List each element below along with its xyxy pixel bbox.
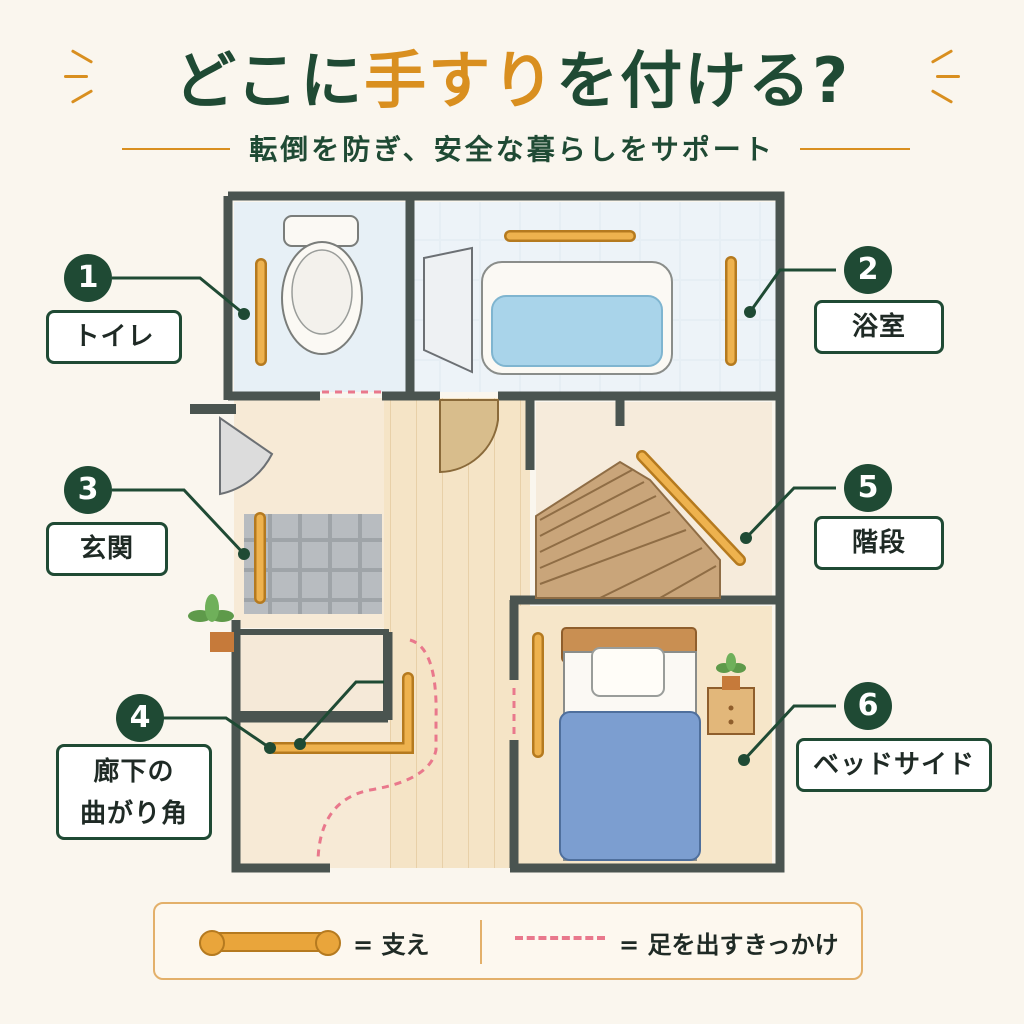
handrails — [254, 230, 746, 758]
toilet-fixture — [281, 215, 363, 355]
callout-label-line2: 曲がり角 — [79, 799, 188, 829]
legend-handrail-label: = 支え — [353, 931, 430, 959]
callout-number-4: 4 — [116, 694, 164, 742]
legend-dashed-swatch — [515, 936, 605, 940]
bath-door — [423, 246, 473, 374]
entrance-door — [219, 416, 274, 496]
subtitle-line-right — [800, 148, 910, 150]
callout-label-hallway-corner: 廊下の 曲がり角 — [56, 744, 212, 840]
nightstand — [707, 653, 755, 735]
legend-handrail-swatch — [199, 930, 341, 956]
callout-label-bedside: ベッドサイド — [796, 738, 992, 792]
callout-label-line1: 廊下の — [93, 757, 175, 787]
entrance-floor-tiles — [244, 514, 382, 614]
staircase — [535, 460, 721, 599]
hallway-door — [439, 399, 499, 474]
title-accent: 手すり — [364, 44, 557, 117]
page-title: どこに手すりを付ける? — [0, 30, 1024, 120]
callout-label-stairs: 階段 — [814, 516, 944, 570]
callout-leaders — [112, 268, 836, 762]
storage-box — [233, 629, 389, 717]
callout-number-5: 5 — [844, 464, 892, 512]
title-part1: どこに — [173, 44, 365, 117]
callout-number-1: 1 — [64, 254, 112, 302]
callout-number-3: 3 — [64, 466, 112, 514]
callout-number-6: 6 — [844, 682, 892, 730]
callout-label-toilet: トイレ — [46, 310, 182, 364]
legend: = 支え = 足を出すきっかけ — [153, 902, 863, 980]
bathtub — [481, 261, 673, 375]
legend-dashed-label: = 足を出すきっかけ — [619, 931, 839, 959]
legend-divider — [480, 920, 482, 964]
title-part2: を付ける? — [556, 44, 851, 117]
callout-label-entrance: 玄関 — [46, 522, 168, 576]
subtitle-row: 転倒を防ぎ、安全な暮らしをサポート — [0, 128, 1024, 168]
walls — [223, 191, 785, 873]
subtitle-line-left — [122, 148, 230, 150]
subtitle: 転倒を防ぎ、安全な暮らしをサポート — [249, 133, 775, 166]
callout-label-bathroom: 浴室 — [814, 300, 944, 354]
plant — [188, 594, 234, 652]
hallway-floor — [384, 398, 530, 868]
bed — [559, 627, 701, 861]
callout-leader-dots — [238, 306, 756, 766]
callout-number-2: 2 — [844, 246, 892, 294]
dashed-trigger-paths — [316, 390, 516, 861]
